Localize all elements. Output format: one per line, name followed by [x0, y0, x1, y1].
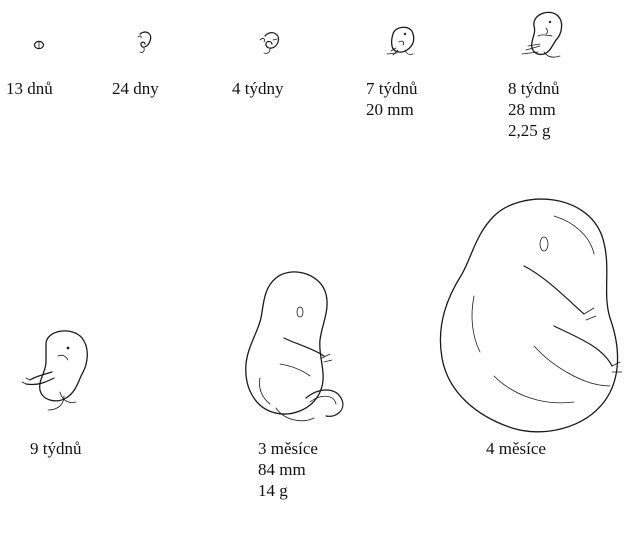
fetus-4-months-icon — [434, 196, 630, 436]
caption-line: 13 dnů — [6, 78, 53, 99]
caption-line: 24 dny — [112, 78, 159, 99]
stage-caption-24-days: 24 dny — [112, 78, 159, 99]
stage-caption-4-months: 4 měsíce — [486, 438, 546, 459]
stage-caption-3-months: 3 měsíce 84 mm 14 g — [258, 438, 318, 501]
stage-caption-8-weeks: 8 týdnů 28 mm 2,25 g — [508, 78, 559, 141]
stage-caption-4-weeks: 4 týdny — [232, 78, 283, 99]
caption-line: 14 g — [258, 480, 318, 501]
fetus-9-weeks-icon — [16, 326, 102, 414]
stage-caption-13-days: 13 dnů — [6, 78, 53, 99]
embryo-13-days-icon — [30, 36, 50, 56]
caption-line: 3 měsíce — [258, 438, 318, 459]
caption-line: 2,25 g — [508, 120, 559, 141]
caption-line: 84 mm — [258, 459, 318, 480]
stage-caption-9-weeks: 9 týdnů — [30, 438, 81, 459]
embryo-7-weeks-icon — [383, 24, 423, 60]
embryo-4-weeks-icon — [256, 28, 286, 56]
caption-line: 4 týdny — [232, 78, 283, 99]
caption-line: 8 týdnů — [508, 78, 559, 99]
embryo-8-weeks-icon — [516, 8, 574, 66]
caption-line: 7 týdnů — [366, 78, 417, 99]
caption-line: 4 měsíce — [486, 438, 546, 459]
caption-line: 20 mm — [366, 99, 417, 120]
fetus-3-months-icon — [240, 268, 360, 436]
stage-caption-7-weeks: 7 týdnů 20 mm — [366, 78, 417, 120]
caption-line: 28 mm — [508, 99, 559, 120]
embryo-24-days-icon — [132, 28, 158, 56]
caption-line: 9 týdnů — [30, 438, 81, 459]
